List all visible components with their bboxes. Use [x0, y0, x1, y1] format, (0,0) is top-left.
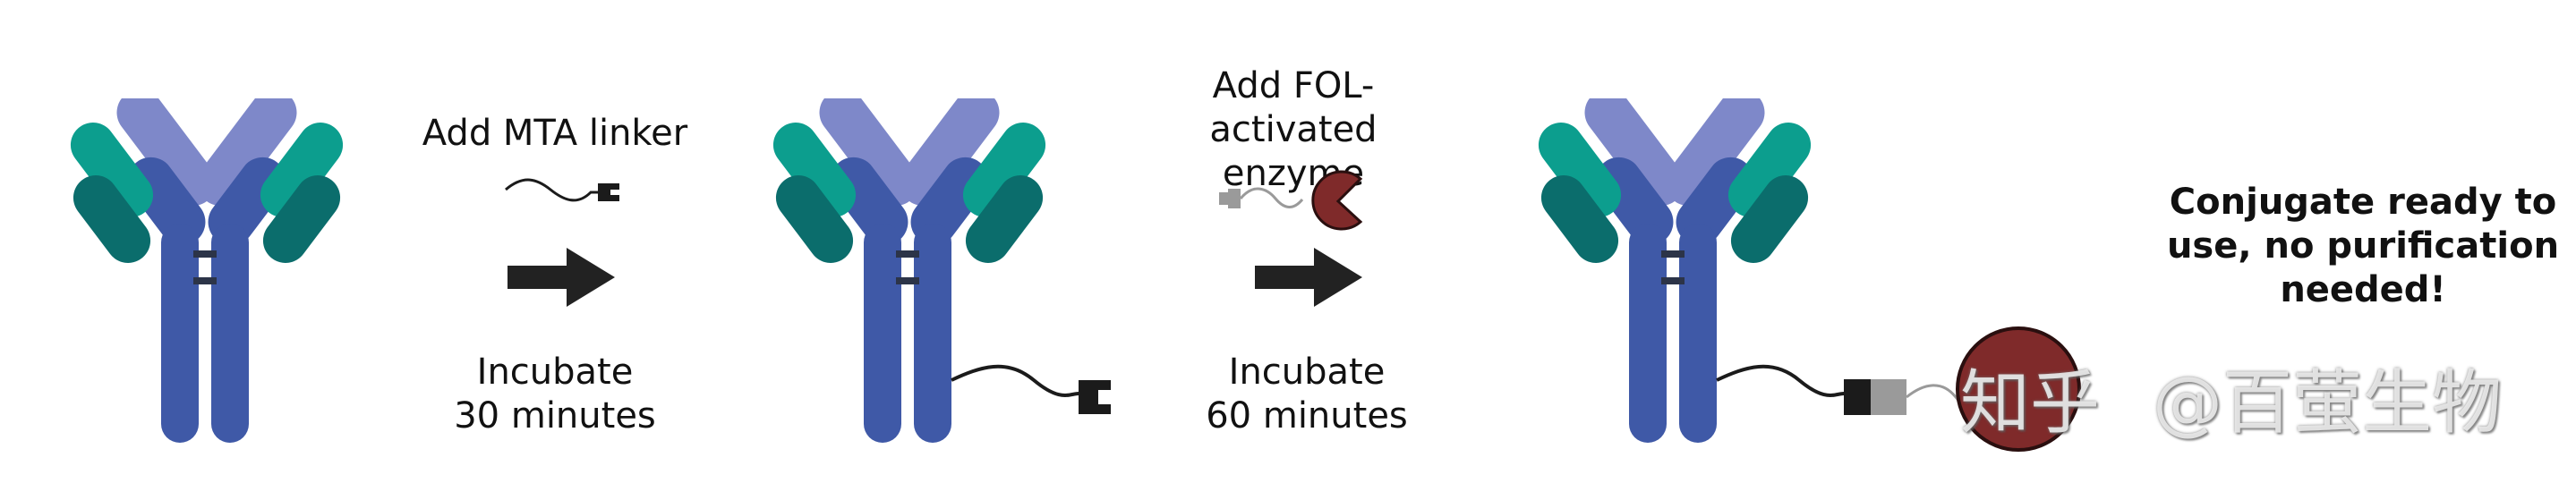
step2-incubate-line2: 60 minutes [1206, 394, 1408, 436]
final-line2: use, no purification [2166, 225, 2560, 267]
final-line3: needed! [2280, 268, 2446, 310]
watermark-text: @百萤生物 [2153, 363, 2503, 444]
antibody-conjugate [1538, 98, 2081, 452]
watermark-logo-char1: 知 [1960, 363, 2031, 444]
watermark-logo-char2: 乎 [2030, 363, 2101, 444]
step2-reagent-line1: Add FOL-activated [1209, 65, 1378, 150]
step1-incubate-line1: Incubate [476, 352, 634, 393]
step2-arrow-icon [1255, 248, 1362, 307]
mta-linker-icon [505, 178, 619, 202]
step2-incubate-line1: Incubate [1228, 352, 1386, 393]
step2-incubate-label: Incubate 60 minutes [1181, 351, 1432, 438]
watermark-logo: 知乎 [1960, 347, 2100, 447]
step1-incubate-line2: 30 minutes [454, 394, 656, 436]
antibody-unmodified [70, 98, 344, 443]
step1-incubate-label: Incubate 30 minutes [430, 351, 680, 438]
step1-reagent-label: Add MTA linker [422, 113, 688, 154]
fol-activated-enzyme-icon [1219, 170, 1363, 231]
final-line1: Conjugate ready to [2169, 182, 2557, 223]
step1-arrow-icon [508, 248, 615, 307]
final-result-label: Conjugate ready to use, no purification … [2166, 181, 2560, 311]
antibody-shape [70, 98, 344, 443]
antibody-with-linker [772, 98, 1111, 443]
